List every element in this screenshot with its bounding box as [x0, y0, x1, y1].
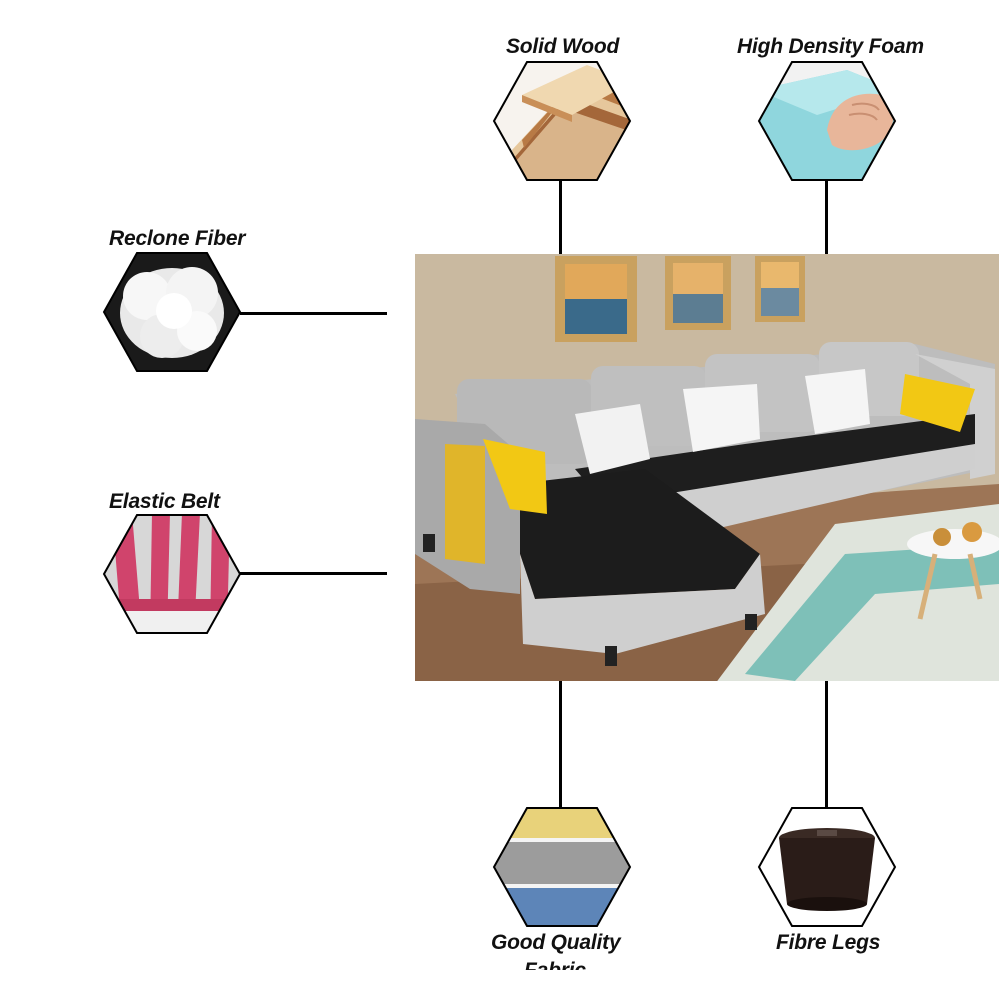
solid-wood-image: [492, 60, 632, 182]
foam-image: [757, 60, 897, 182]
connector-foam: [825, 181, 828, 254]
fabric-image: [492, 806, 632, 928]
connector-belt: [240, 572, 387, 575]
sofa-photo: [415, 254, 999, 681]
connector-legs: [825, 681, 828, 807]
label-fibre-legs: Fibre Legs: [776, 931, 881, 954]
label-good-quality: Good Quality: [491, 931, 621, 954]
label-elastic-belt: Elastic Belt: [109, 490, 220, 513]
fibre-legs-image: [757, 806, 897, 928]
elastic-belt-image: [102, 513, 242, 635]
connector-solid-wood: [559, 181, 562, 254]
label-high-density-foam: High Density Foam: [737, 35, 924, 58]
label-fabric-cut: Fabric: [524, 958, 586, 970]
label-reclone-fiber: Reclone Fiber: [109, 227, 246, 250]
label-solid-wood: Solid Wood: [506, 35, 620, 58]
fiber-image: [102, 251, 242, 373]
connector-fabric: [559, 681, 562, 807]
connector-fiber: [240, 312, 387, 315]
